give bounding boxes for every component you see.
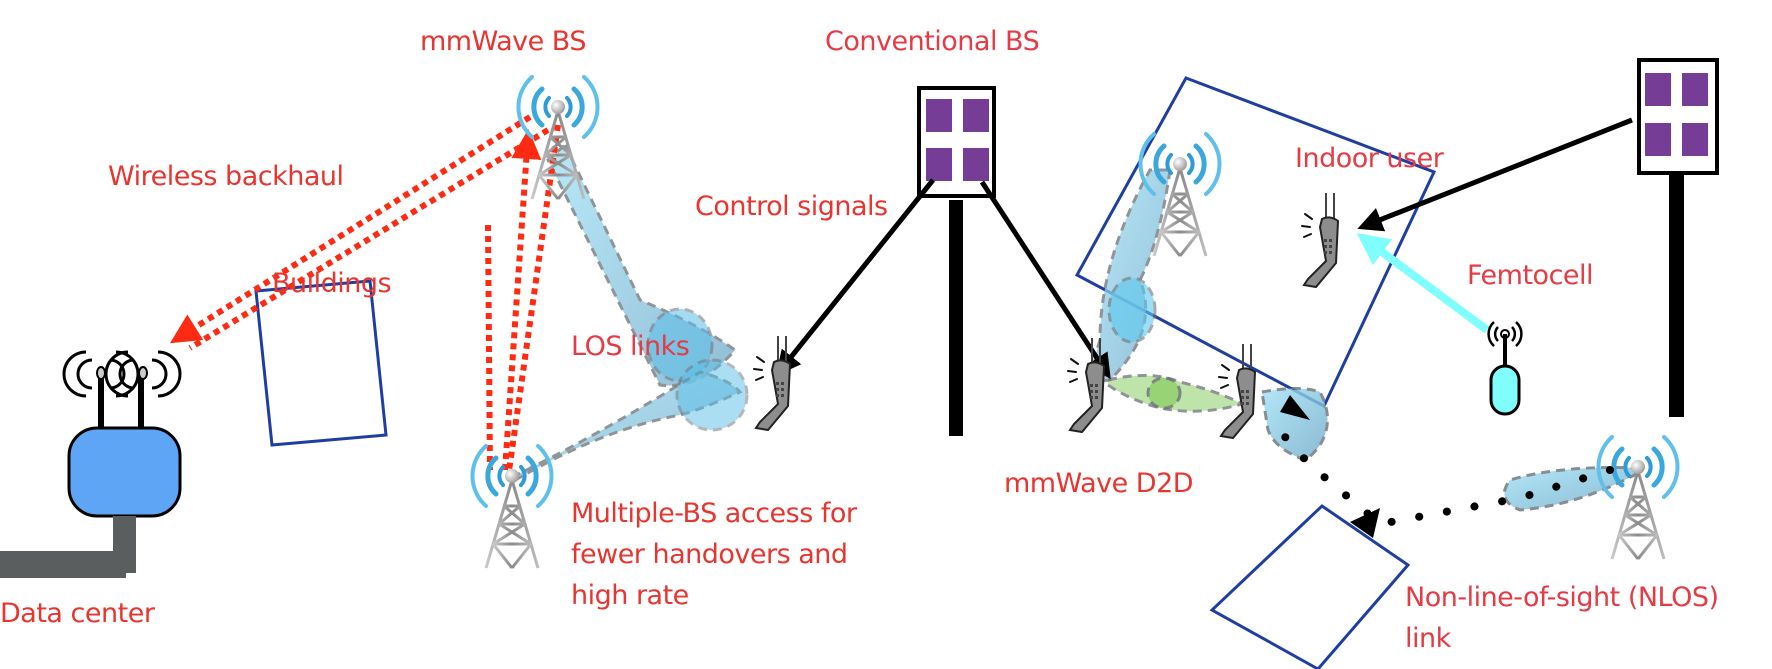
d2d-b-beam [1260, 387, 1329, 462]
control-signal-links [775, 117, 1633, 380]
label-femtocell: Femtocell [1467, 260, 1594, 291]
building-bottom-right [1209, 504, 1411, 669]
femtocell-ap [1487, 321, 1523, 416]
phone-los-user [753, 335, 791, 431]
phone-indoor-user [1301, 192, 1339, 288]
data-center-router [0, 350, 182, 578]
wireless-backhaul-links [169, 114, 561, 479]
label-multiple-bs-line3: high rate [571, 580, 689, 611]
label-multiple-bs-line2: fewer handovers and [571, 539, 848, 570]
label-conventional-bs: Conventional BS [825, 26, 1040, 57]
label-indoor-user: Indoor user [1295, 143, 1444, 174]
d2d-beam [1106, 373, 1246, 413]
label-nlos-line1: Non-line-of-sight (NLOS) [1405, 582, 1719, 613]
label-wireless-backhaul: Wireless backhaul [108, 161, 344, 192]
phone-d2d-b [1218, 343, 1256, 439]
los-beam-bottom [510, 358, 749, 485]
label-multiple-bs-line1: Multiple-BS access for [571, 498, 857, 529]
nlos-beam [1502, 466, 1642, 512]
label-mmwave-d2d: mmWave D2D [1004, 468, 1194, 499]
label-control-signals: Control signals [695, 191, 888, 222]
label-buildings: Buildings [272, 268, 392, 299]
label-los-links: LOS links [571, 331, 690, 362]
label-mmwave-bs: mmWave BS [420, 26, 586, 57]
label-data-center: Data center [0, 598, 155, 629]
femtocell-link [1356, 233, 1490, 334]
building-left [254, 279, 388, 447]
conventional-bs-right [1637, 58, 1719, 417]
nlos-link [1266, 395, 1614, 538]
conventional-bs-center [917, 86, 996, 436]
label-nlos-line2: link [1405, 623, 1451, 654]
los-beam-center [1092, 168, 1172, 382]
mmwave-bs-right-tower [1598, 437, 1677, 559]
mmwave-bs-top-tower [518, 77, 597, 199]
